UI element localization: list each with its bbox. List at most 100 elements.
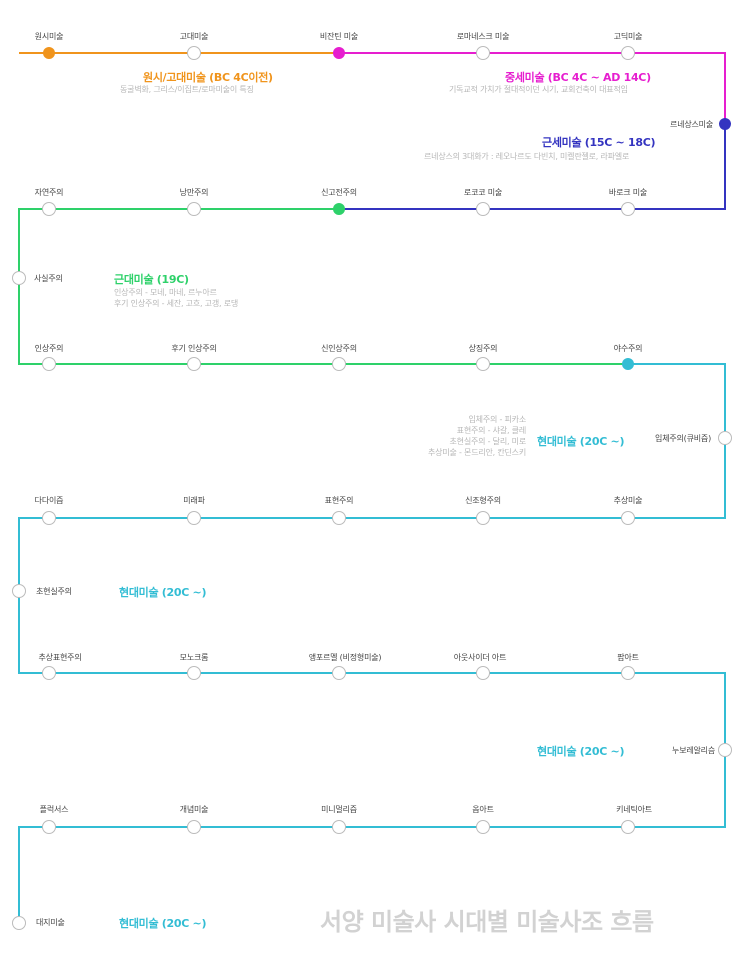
label-neo-impressionism: 신인상주의 — [321, 344, 357, 353]
label-minimalism: 미니멀리즘 — [321, 805, 357, 814]
label-futurism: 미래파 — [183, 496, 205, 505]
label-primitive-art: 원시미술 — [34, 32, 64, 41]
era-primitive-desc-line: 동굴벽화, 그리스/이집트/로마미술이 특징 — [120, 85, 254, 94]
line-early-modern — [339, 124, 726, 210]
station-row4-3 — [476, 511, 490, 525]
label-outsider-art: 아웃사이더 아트 — [453, 653, 507, 662]
station-row4-2 — [332, 511, 346, 525]
label-surrealism: 초현실주의 — [36, 587, 72, 596]
station-ancient-art — [187, 46, 201, 60]
label-pop-art: 팝아트 — [617, 653, 639, 662]
station-romanticism — [187, 202, 201, 216]
station-symbolism — [476, 357, 490, 371]
line-medieval — [339, 52, 726, 124]
station-cubism — [718, 431, 732, 445]
label-ancient-art: 고대미술 — [179, 32, 209, 41]
station-post-impressionism — [187, 357, 201, 371]
era-contemporary-title-1: 현대미술 (20C ~) — [537, 435, 625, 448]
page-title: 서양 미술사 시대별 미술사조 흐름 — [320, 908, 654, 936]
label-naturalism: 자연주의 — [34, 188, 64, 197]
station-row6-3 — [476, 820, 490, 834]
era-contemporary-desc-line-2: 표현주의 - 샤갈, 클레 — [456, 426, 527, 435]
label-fauvism: 야수주의 — [613, 344, 643, 353]
era-early-modern-desc: 르네상스의 3대화가 : 레오나르도 다빈치, 미켈란젤로, 라파엘로 — [424, 151, 629, 162]
station-romanesque-art — [476, 46, 490, 60]
station-surrealism — [12, 584, 26, 598]
era-primitive-desc: 동굴벽화, 그리스/이집트/로마미술이 특징 — [120, 84, 254, 95]
station-fauvism — [622, 358, 634, 370]
station-baroque-art — [621, 202, 635, 216]
line-contemporary — [18, 363, 726, 923]
era-medieval-title: 중세미술 (BC 4C ~ AD 14C) — [505, 71, 651, 84]
label-neoplasticism: 신조형주의 — [465, 496, 501, 505]
era-contemporary-desc-line-3: 초현실주의 - 달리, 미로 — [449, 437, 527, 446]
era-medieval-desc-line: 기독교적 가치가 절대적이던 시기, 교회건축이 대표적임 — [449, 85, 628, 94]
label-neoclassicism: 신고전주의 — [321, 188, 357, 197]
era-contemporary-desc-line-1: 입체주의 - 피카소 — [468, 415, 527, 424]
station-row5-0 — [42, 666, 56, 680]
station-neoclassicism — [333, 203, 345, 215]
station-row4-0 — [42, 511, 56, 525]
label-informel: 앵포르멜 (비정형미술) — [308, 653, 382, 662]
label-cubism: 입체주의(큐비즘) — [655, 434, 711, 443]
label-post-impressionism: 후기 인상주의 — [171, 344, 217, 353]
label-abstract-art: 추상미술 — [613, 496, 643, 505]
station-rococo-art — [476, 202, 490, 216]
station-row6-4 — [621, 820, 635, 834]
station-primitive-art — [43, 47, 55, 59]
station-row6-0 — [42, 820, 56, 834]
label-symbolism: 상징주의 — [468, 344, 498, 353]
era-modern-desc: 인상주의 - 모네, 마네, 르누아르 후기 인상주의 - 세잔, 고흐, 고갱… — [114, 287, 238, 309]
station-naturalism — [42, 202, 56, 216]
station-row5-4 — [621, 666, 635, 680]
station-row5-1 — [187, 666, 201, 680]
station-row6-1 — [187, 820, 201, 834]
label-expressionism: 표현주의 — [324, 496, 354, 505]
era-contemporary-desc: 입체주의 - 피카소 표현주의 - 샤갈, 클레 초현실주의 - 달리, 미로 … — [380, 414, 526, 458]
era-contemporary-title-4: 현대미술 (20C ~) — [119, 917, 207, 930]
station-renaissance-art — [719, 118, 731, 130]
era-contemporary-title-2: 현대미술 (20C ~) — [119, 586, 207, 599]
era-early-modern-desc-line: 르네상스의 3대화가 : 레오나르도 다빈치, 미켈란젤로, 라파엘로 — [424, 152, 630, 161]
label-rococo-art: 로코코 미술 — [463, 188, 503, 197]
station-row4-4 — [621, 511, 635, 525]
station-impressionism — [42, 357, 56, 371]
label-conceptual-art: 개념미술 — [179, 805, 209, 814]
station-row5-2 — [332, 666, 346, 680]
label-impressionism: 인상주의 — [34, 344, 64, 353]
label-abstract-expressionism: 추상표현주의 — [38, 653, 82, 662]
station-row5-3 — [476, 666, 490, 680]
era-contemporary-title-3: 현대미술 (20C ~) — [537, 745, 625, 758]
era-modern-desc-line-2: 후기 인상주의 - 세잔, 고흐, 고갱, 로댕 — [114, 299, 239, 308]
station-realism — [12, 271, 26, 285]
line-modern — [18, 208, 628, 365]
label-nouveau-realisme: 누보레알리슴 — [672, 746, 715, 755]
station-row6-2 — [332, 820, 346, 834]
era-modern-title: 근대미술 (19C) — [114, 273, 189, 286]
label-kinetic-art: 키네틱아트 — [616, 805, 652, 814]
station-nouveau-realisme — [718, 743, 732, 757]
era-medieval-desc: 기독교적 가치가 절대적이던 시기, 교회건축이 대표적임 — [449, 84, 628, 95]
era-primitive-title: 원시/고대미술 (BC 4C이전) — [143, 71, 273, 84]
label-earth-art: 대지미술 — [36, 918, 65, 927]
label-monochrome: 모노크롬 — [179, 653, 209, 662]
station-row4-1 — [187, 511, 201, 525]
label-romanticism: 낭만주의 — [179, 188, 209, 197]
era-early-modern-title: 근세미술 (15C ~ 18C) — [542, 136, 656, 149]
station-gothic-art — [621, 46, 635, 60]
label-op-art: 옵아트 — [472, 805, 494, 814]
station-byzantine-art — [333, 47, 345, 59]
label-romanesque-art: 로마네스크 미술 — [456, 32, 510, 41]
station-earth-art — [12, 916, 26, 930]
era-contemporary-desc-line-4: 추상미술 - 몬드리안, 칸딘스키 — [428, 448, 526, 457]
label-dadaism: 다다이즘 — [34, 496, 64, 505]
label-byzantine-art: 비잔틴 미술 — [319, 32, 359, 41]
era-modern-desc-line-1: 인상주의 - 모네, 마네, 르누아르 — [114, 288, 217, 297]
label-gothic-art: 고딕미술 — [613, 32, 643, 41]
label-baroque-art: 바로크 미술 — [608, 188, 648, 197]
label-realism: 사실주의 — [34, 274, 63, 283]
station-neo-impressionism — [332, 357, 346, 371]
label-renaissance-art: 르네상스미술 — [670, 120, 713, 129]
